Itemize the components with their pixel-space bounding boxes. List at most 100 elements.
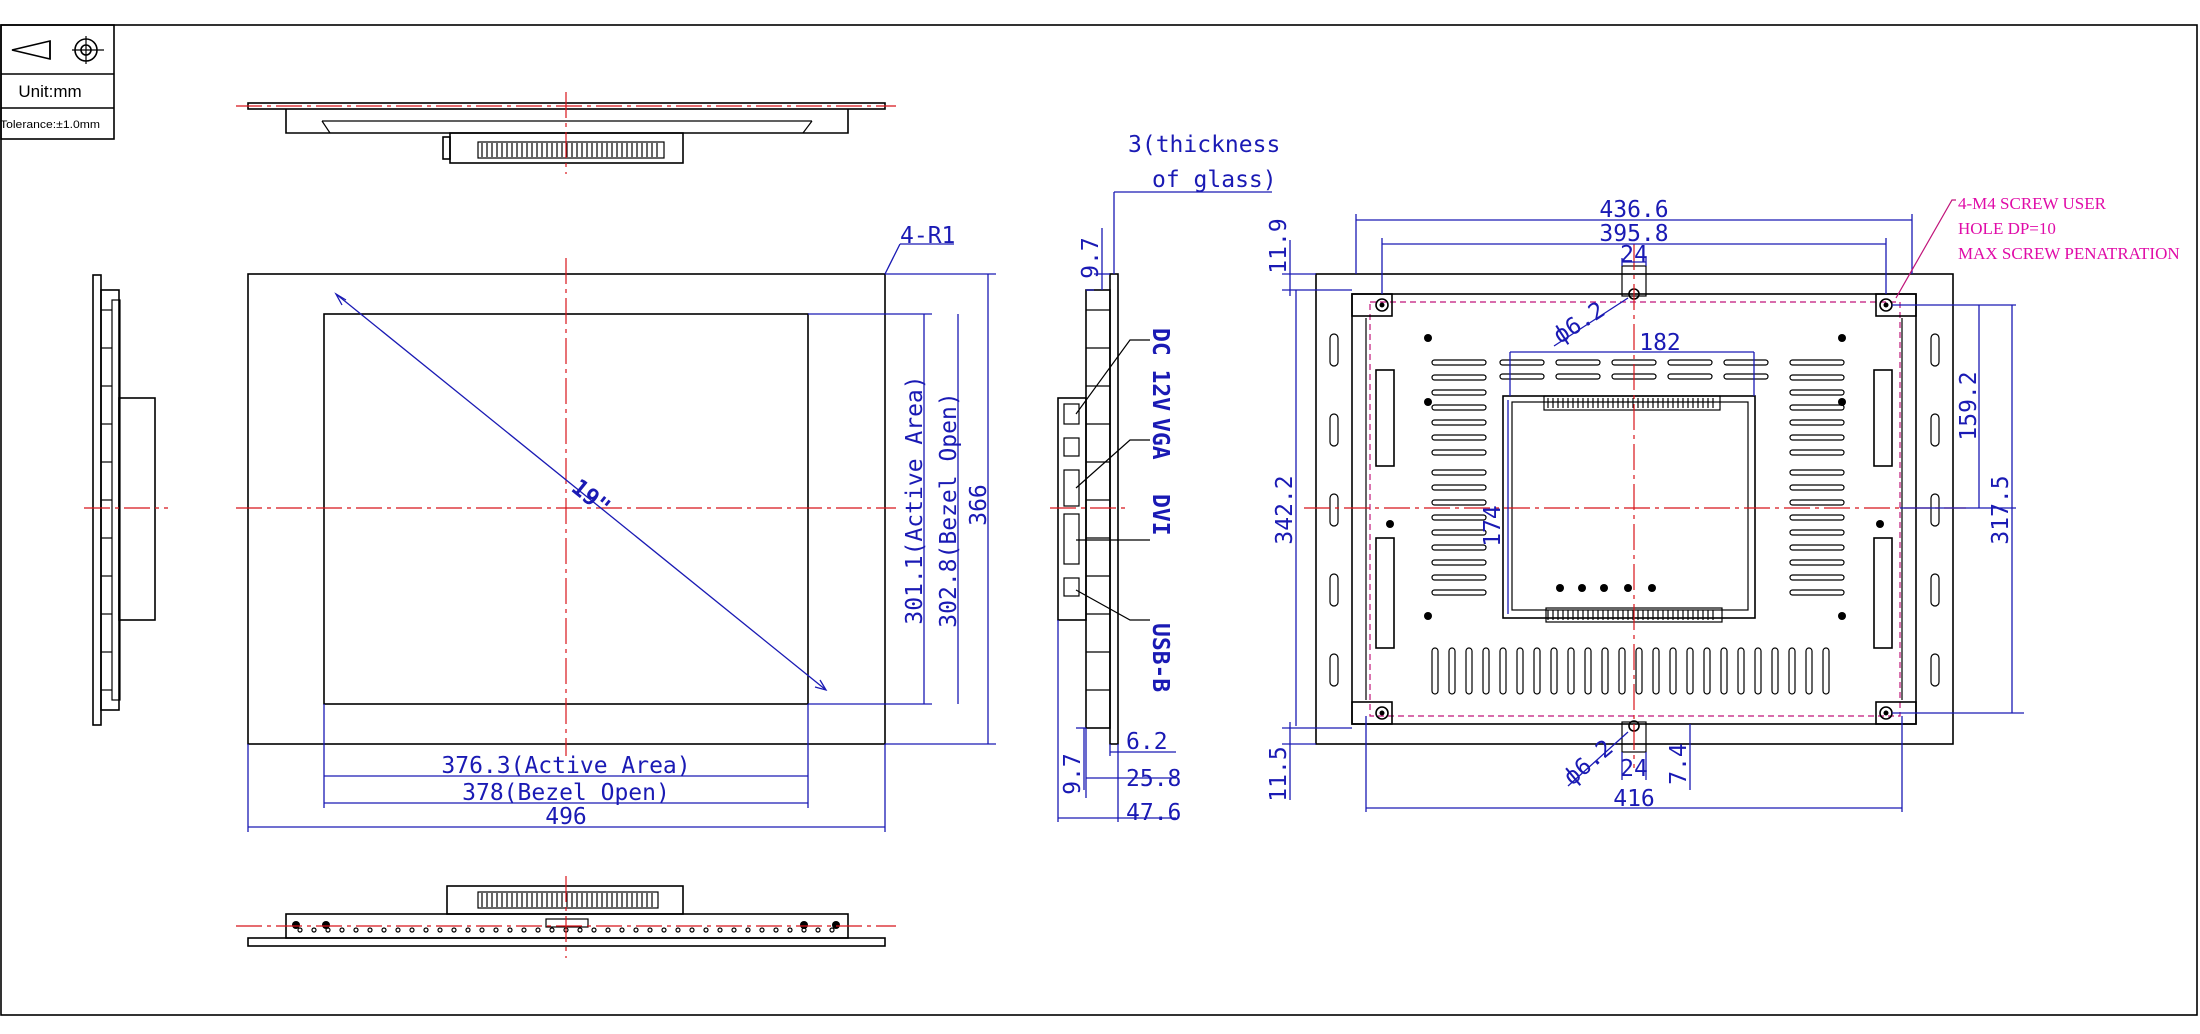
vent-slot — [1789, 359, 1845, 366]
mount-slot — [1930, 493, 1940, 527]
standoff — [1838, 398, 1846, 406]
outer-width-label: 496 — [545, 804, 587, 830]
mount-width-label: 416 — [1613, 786, 1655, 812]
side-view: DC 12V VGA DVI USB-B 3(thickness of glas… — [1050, 132, 1280, 826]
vent-slot — [1431, 389, 1487, 396]
vent-slot — [1789, 484, 1845, 491]
screw-hole — [493, 927, 499, 933]
vent-slot — [1789, 374, 1845, 381]
screw-hole — [465, 927, 471, 933]
vent-slot — [1567, 647, 1575, 695]
top-hole-label: ф6.2 — [1549, 297, 1610, 349]
outer-height-label: 366 — [966, 484, 992, 526]
vent-slot — [1431, 374, 1487, 381]
screw-hole — [577, 927, 583, 933]
mount-slot — [1930, 333, 1940, 367]
vent-slot — [1584, 647, 1592, 695]
screw-hole — [292, 921, 300, 929]
vent-slot — [1789, 449, 1845, 456]
rear-inner-width-label: 395.8 — [1599, 221, 1668, 247]
screw-hole — [787, 927, 793, 933]
screw-hole — [535, 927, 541, 933]
mount-height-label: 317.5 — [1988, 475, 2014, 544]
corner-radius-label: 4-R1 — [900, 223, 955, 249]
vent-slot — [1667, 359, 1713, 366]
screw-hole — [815, 927, 821, 933]
screw-hole — [647, 927, 653, 933]
rear-outer-width-label: 436.6 — [1599, 197, 1668, 223]
screw-hole — [395, 927, 401, 933]
vent-slot — [1431, 484, 1487, 491]
vent-slot — [1771, 647, 1779, 695]
screw-hole — [759, 927, 765, 933]
vent-slot — [1431, 469, 1487, 476]
vent-slot — [1789, 434, 1845, 441]
vent-slot — [1431, 559, 1487, 566]
vent-slot — [1789, 514, 1845, 521]
mount-slot — [1329, 333, 1339, 367]
screw-hole — [367, 927, 373, 933]
usb-b-port-icon — [1063, 577, 1080, 597]
screw-hole — [675, 927, 681, 933]
vent-slot — [1482, 647, 1490, 695]
vent-slot — [1431, 499, 1487, 506]
active-width-label: 376.3(Active Area) — [441, 753, 690, 779]
standoff — [1838, 612, 1846, 620]
vent-slot — [1789, 529, 1845, 536]
screw-hole — [423, 927, 429, 933]
first-angle-projection-icon — [11, 36, 104, 64]
screw-hole — [745, 927, 751, 933]
vent-slot — [1618, 647, 1626, 695]
vent-slot — [1789, 574, 1845, 581]
screw-hole — [549, 927, 555, 933]
screw-hole — [521, 927, 527, 933]
vent-slot — [1555, 373, 1601, 380]
bottom-offset-label: 7.4 — [1666, 743, 1692, 785]
vent-slot — [1652, 647, 1660, 695]
vent-slot — [1754, 647, 1762, 695]
vent-slot — [1431, 434, 1487, 441]
vent-slot — [1431, 419, 1487, 426]
board-width-label: 182 — [1639, 330, 1681, 356]
half-height-label: 159.2 — [1956, 371, 1982, 440]
unit-label: Unit:mm — [18, 82, 81, 101]
vent-slot — [1686, 647, 1694, 695]
bezel-width-label: 378(Bezel Open) — [462, 780, 670, 806]
vent-slot — [1703, 647, 1711, 695]
vent-slot — [1533, 647, 1541, 695]
dvi-port-icon — [1063, 513, 1080, 565]
mount-slot — [1930, 573, 1940, 607]
vent-slot — [1789, 419, 1845, 426]
vent-slot — [1550, 647, 1558, 695]
mount-slot — [1329, 493, 1339, 527]
side-bottom-offset-label: 9.7 — [1060, 753, 1086, 795]
screw-hole — [619, 927, 625, 933]
vent-slot — [1516, 647, 1524, 695]
tolerance-label: Tolerance:±1.0mm — [0, 119, 100, 131]
screw-hole — [633, 927, 639, 933]
vent-slot — [1431, 449, 1487, 456]
top-margin-label: 11.9 — [1266, 218, 1292, 273]
board-height-label: 174 — [1480, 505, 1506, 547]
vent-slot — [1601, 647, 1609, 695]
vent-slot — [1431, 404, 1487, 411]
bezel-height-label: 302.8(Bezel Open) — [936, 392, 962, 627]
vent-slot — [1499, 647, 1507, 695]
standoff — [1386, 520, 1394, 528]
screw-hole — [832, 921, 840, 929]
vent-slot — [1805, 647, 1813, 695]
screw-hole — [800, 921, 808, 929]
glass-thickness-label-1: 3(thickness — [1128, 132, 1280, 158]
mount-hole-icon — [1375, 706, 1389, 720]
screw-note-line-1: 4-M4 SCREW USER — [1958, 194, 2107, 213]
glass-thickness-label-2: of glass) — [1152, 167, 1277, 193]
screw-hole — [479, 927, 485, 933]
screw-hole — [689, 927, 695, 933]
screw-hole — [451, 927, 457, 933]
sheet-border — [0, 24, 2198, 1016]
vent-slot — [1789, 404, 1845, 411]
vent-slot — [1555, 359, 1601, 366]
screw-hole — [381, 927, 387, 933]
vent-slot — [1431, 544, 1487, 551]
title-block: Unit:mm Tolerance:±1.0mm — [0, 24, 115, 140]
